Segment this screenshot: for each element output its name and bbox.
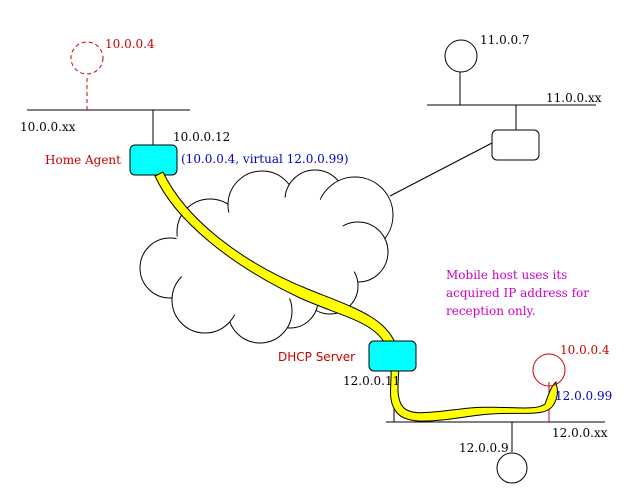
home-host-ghost [70, 41, 104, 75]
network-11 [389, 72, 596, 197]
top-host-ip-label: 11.0.0.7 [480, 33, 530, 47]
dhcp-server-label: DHCP Server [278, 350, 355, 364]
router-11-uplink [389, 142, 493, 197]
network-12-label: 12.0.0.xx [552, 426, 608, 440]
tunnel-path [154, 171, 559, 422]
mobile-note-line1: Mobile host uses its [446, 268, 567, 282]
network-10 [27, 75, 190, 145]
dhcp-ip-label: 12.0.0.11 [343, 374, 400, 388]
dhcp-server-box [368, 340, 417, 372]
mobile-note-line3: reception only. [446, 304, 536, 318]
network-11-label: 11.0.0.xx [546, 91, 602, 105]
internet-cloud [139, 169, 394, 344]
top-host [444, 39, 478, 73]
home-agent-router [129, 144, 178, 176]
home-agent-ip-label: 10.0.0.12 [173, 130, 230, 144]
mobile-note-line2: acquired IP address for [446, 286, 589, 300]
network-10-label: 10.0.0.xx [20, 120, 76, 134]
bottom-host-ip-label: 12.0.0.9 [459, 441, 509, 455]
mobile-host [532, 353, 566, 387]
mobile-ip-red-label: 10.0.0.4 [560, 343, 610, 357]
mobile-ip-blue-label: 12.0.0.99 [555, 389, 612, 403]
home-agent-label: Home Agent [45, 153, 121, 167]
router-11 [491, 129, 540, 161]
home-prev-ip-label: 10.0.0.4 [105, 37, 155, 51]
bottom-host [496, 452, 528, 484]
home-agent-virtual-label: (10.0.0.4, virtual 12.0.0.99) [181, 152, 349, 166]
